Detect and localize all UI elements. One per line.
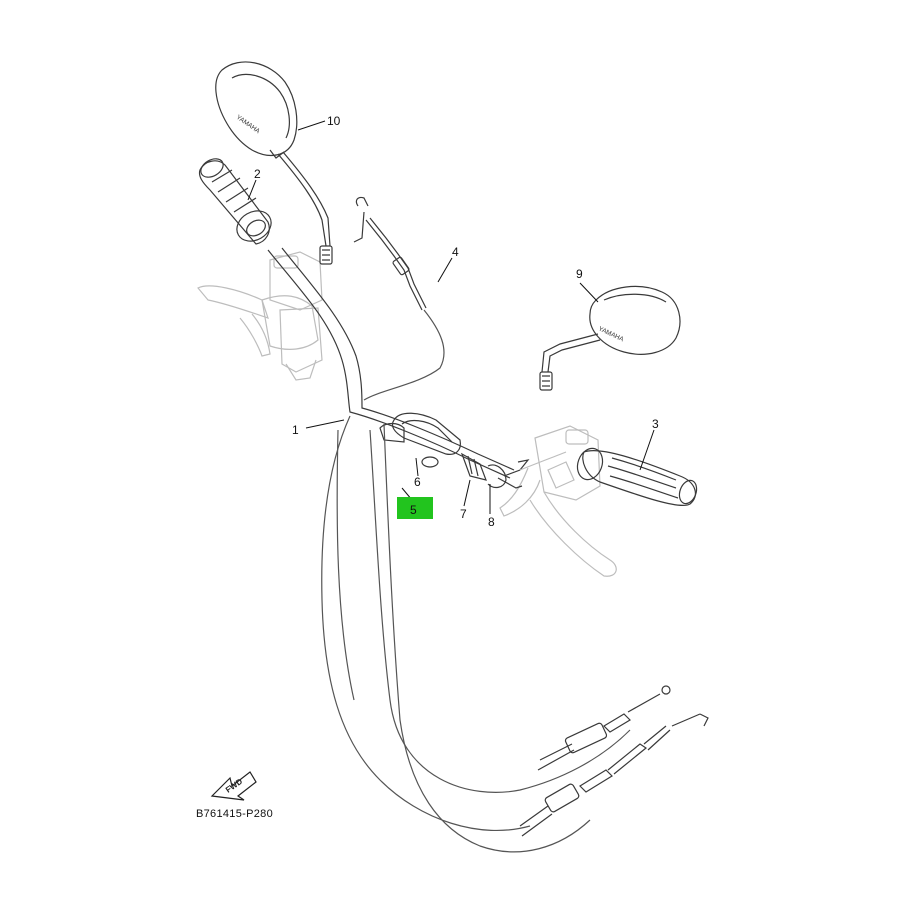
callout-10[interactable]: 10 — [327, 114, 341, 128]
right-grip — [576, 447, 698, 506]
upper-cable — [353, 196, 445, 401]
callout-8[interactable]: 8 — [488, 515, 495, 529]
callout-5-highlight — [397, 497, 433, 519]
long-cables — [321, 415, 631, 853]
callout-9[interactable]: 9 — [576, 267, 583, 281]
callout-7[interactable]: 7 — [460, 507, 467, 521]
callout-4[interactable]: 4 — [452, 245, 459, 259]
callout-6[interactable]: 6 — [414, 475, 421, 489]
cable-end-lower — [519, 713, 709, 837]
mirror-brand-left: YAMAHA — [235, 114, 262, 136]
callouts: 10 2 4 9 3 1 6 5 7 8 — [254, 114, 659, 529]
right-lever-assembly — [499, 425, 617, 577]
right-mirror: YAMAHA — [539, 285, 681, 391]
cable-holder — [379, 412, 461, 468]
leader-lines — [247, 120, 655, 514]
callout-5[interactable]: 5 — [410, 503, 417, 517]
left-mirror: YAMAHA — [215, 61, 333, 265]
callout-1[interactable]: 1 — [292, 423, 299, 437]
left-grip — [198, 158, 272, 245]
cable-end-upper — [537, 685, 671, 771]
fwd-arrow: FWD — [210, 771, 257, 801]
throttle-collar — [460, 452, 523, 489]
drawing-code: B761415-P280 — [196, 808, 273, 820]
callout-3[interactable]: 3 — [652, 417, 659, 431]
handlebar — [267, 247, 530, 479]
left-lever-assembly — [197, 251, 323, 381]
callout-2[interactable]: 2 — [254, 167, 261, 181]
